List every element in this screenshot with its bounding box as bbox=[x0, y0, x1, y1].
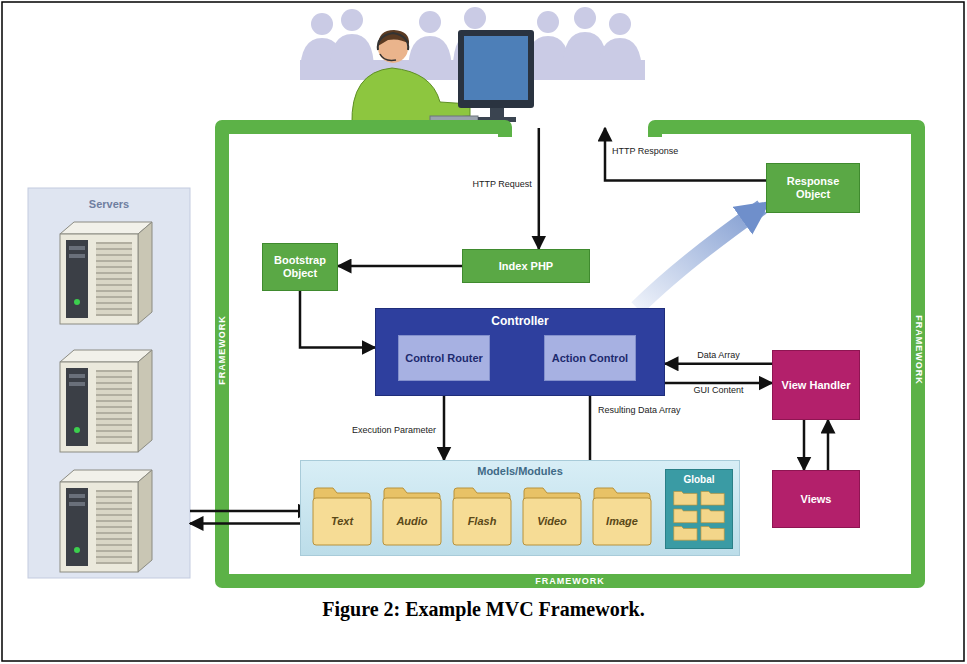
edge-label: Data Array bbox=[695, 351, 742, 361]
node-label: Action Control bbox=[552, 352, 628, 365]
controller-box: ControllerControl Router Action Control bbox=[375, 308, 665, 396]
folder-icon: Video bbox=[521, 485, 583, 547]
process-box: Index PHP bbox=[462, 249, 590, 283]
node-label: Audio bbox=[396, 515, 427, 528]
framework-label: FRAMEWORK bbox=[218, 315, 227, 385]
folder-icon: Image bbox=[591, 485, 653, 547]
server-group: Servers bbox=[28, 188, 190, 578]
folder-icon: Audio bbox=[381, 485, 443, 547]
view-box: Views bbox=[772, 470, 860, 528]
node-label: Image bbox=[606, 515, 638, 528]
node-label: Text bbox=[331, 515, 353, 528]
connector bbox=[338, 265, 462, 268]
node-label: Index PHP bbox=[499, 260, 553, 273]
server-panel bbox=[28, 188, 190, 578]
protocol-label: HTTP Request bbox=[470, 180, 533, 190]
node-label: Video bbox=[537, 515, 567, 528]
figure-caption: Figure 2: Example MVC Framework. bbox=[0, 598, 967, 621]
sub-box: Control Router bbox=[398, 335, 490, 381]
connector bbox=[190, 522, 311, 525]
node-label: Global bbox=[683, 474, 714, 486]
node-label: Models/Modules bbox=[477, 465, 563, 478]
node-label: Servers bbox=[89, 198, 129, 211]
http-request-line bbox=[538, 128, 541, 249]
framework-label: FRAMEWORK bbox=[535, 577, 605, 586]
connector bbox=[190, 510, 311, 513]
connector bbox=[827, 420, 830, 470]
framework-border bbox=[222, 127, 918, 581]
process-box: Bootstrap Object bbox=[262, 243, 338, 291]
node-label: Control Router bbox=[405, 352, 483, 365]
folder-icon: Text bbox=[311, 485, 373, 547]
http-response-line bbox=[605, 128, 766, 181]
connector bbox=[803, 420, 806, 470]
user-at-computer bbox=[352, 30, 534, 125]
node-label: Views bbox=[801, 493, 832, 506]
protocol-label: HTTP Response bbox=[610, 147, 680, 157]
models-panel: Models/ModulesText Audio Flash Video Image Gl… bbox=[300, 460, 740, 556]
edge-label: Execution Parameter bbox=[350, 426, 438, 436]
node-label: Bootstrap Object bbox=[267, 254, 333, 279]
connector bbox=[665, 363, 772, 366]
node-label: Flash bbox=[468, 515, 497, 528]
folder-icon: Flash bbox=[451, 485, 513, 547]
node-label: Response Object bbox=[771, 175, 855, 200]
edge-label: GUI Content bbox=[691, 386, 745, 396]
node-label: View Handler bbox=[782, 379, 851, 392]
flow-arrow bbox=[637, 207, 762, 308]
global-box: Global bbox=[665, 469, 733, 549]
connector bbox=[665, 382, 772, 385]
edge-label: Resulting Data Array bbox=[596, 406, 683, 416]
view-box: View Handler bbox=[772, 350, 860, 420]
connector bbox=[300, 291, 375, 348]
node-label: Controller bbox=[491, 315, 548, 329]
process-box: Response Object bbox=[766, 163, 860, 213]
framework-label: FRAMEWORK bbox=[914, 315, 923, 385]
sub-box: Action Control bbox=[544, 335, 636, 381]
